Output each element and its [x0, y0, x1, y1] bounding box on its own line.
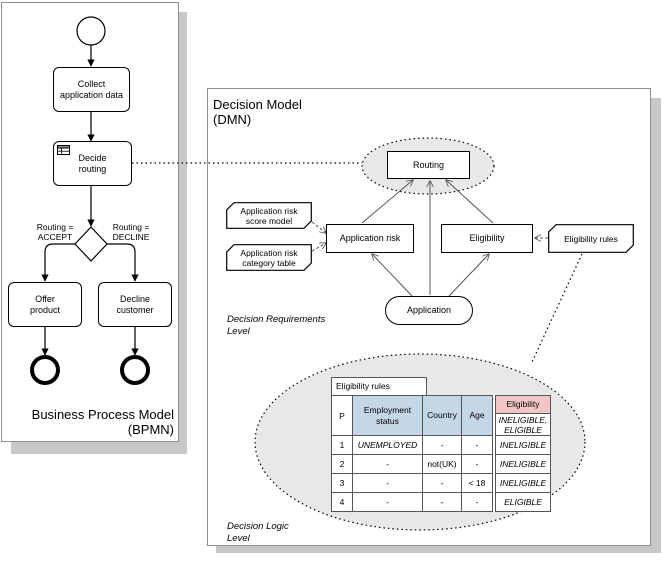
task-decide-label: Decide routing — [78, 152, 107, 174]
decision-eligibility-label: Eligibility — [469, 233, 505, 243]
rule-cell: UNEMPLOYED — [352, 435, 423, 455]
input-header-country: Country — [422, 395, 462, 436]
input-header-age: Age — [461, 395, 493, 436]
req-application-risk — [372, 254, 413, 297]
task-offer-label: Offer product — [29, 293, 61, 315]
flow-gateway-offer — [41, 243, 76, 282]
task-decide-routing: Decide routing — [53, 141, 132, 186]
rule-output: INELIGIBLE — [495, 473, 551, 493]
kreq-category-table — [311, 243, 326, 252]
rule-cell: - — [352, 454, 423, 474]
rule-output: INELIGIBLE — [495, 454, 551, 474]
rule-cell: not(UK) — [422, 454, 462, 474]
gateway-label-accept: Routing = ACCEPT — [36, 222, 74, 242]
bkm-eligibility-rules: Eligibility rules — [548, 224, 634, 253]
hit-policy-cell: P — [331, 395, 353, 436]
bpmn-title: Business Process Model (BPMN) — [31, 407, 174, 437]
bkm-logic-link — [531, 253, 583, 363]
knowledge-source-category-table: Application risk category table — [226, 244, 312, 271]
rule-output: INELIGIBLE — [495, 435, 551, 455]
decision-routing: Routing — [387, 151, 470, 179]
table-row: 2 - not(UK) - INELIGIBLE — [331, 454, 551, 474]
table-row: 1 UNEMPLOYED - - INELIGIBLE — [331, 435, 551, 455]
table-row: 4 - - - ELIGIBLE — [331, 492, 551, 512]
gateway-label-decline: Routing = DECLINE — [112, 222, 150, 242]
output-values: INELIGIBLE, ELIGIBLE — [498, 415, 548, 435]
task-collect-application-data: Collect application data — [53, 67, 130, 112]
flow-gateway-decline — [106, 243, 139, 282]
task-collect-label: Collect application data — [59, 78, 124, 100]
rule-number: 1 — [331, 435, 353, 455]
decision-table-name: Eligibility rules — [331, 377, 427, 396]
level-label-requirements: Decision Requirements Level — [227, 314, 326, 337]
bkm-eligibility-rules-label: Eligibility rules — [564, 233, 618, 244]
rule-cell: - — [422, 473, 462, 493]
knowledge-source-score-model-label: Application risk score model — [240, 205, 298, 226]
decision-application-risk-label: Application risk — [339, 233, 401, 243]
rule-cell: - — [461, 435, 493, 455]
rule-number: 2 — [331, 454, 353, 474]
input-data-application: Application — [385, 296, 473, 325]
rule-cell: - — [352, 473, 423, 493]
rule-cell: - — [461, 492, 493, 512]
decision-application-risk: Application risk — [326, 224, 414, 253]
task-decline-label: Decline customer — [116, 293, 154, 315]
table-row: 3 - - < 18 INELIGIBLE — [331, 473, 551, 493]
dmn-title: Decision Model (DMN) — [213, 97, 302, 127]
level-label-logic: Decision Logic Level — [227, 521, 289, 544]
end-event-decline — [120, 355, 150, 385]
req-risk-routing — [361, 180, 413, 224]
rule-cell: < 18 — [461, 473, 493, 493]
input-data-application-label: Application — [406, 305, 452, 315]
decision-table-header: P Employment status Country Age Eligibil… — [331, 395, 551, 436]
rule-cell: - — [461, 454, 493, 474]
exclusive-gateway — [74, 226, 108, 262]
decision-table: P Employment status Country Age Eligibil… — [331, 395, 551, 512]
req-eligibility-routing — [446, 180, 494, 224]
knowledge-source-score-model: Application risk score model — [226, 202, 312, 229]
decision-routing-label: Routing — [412, 159, 445, 170]
input-header-employment: Employment status — [352, 395, 423, 436]
end-event-offer — [30, 355, 60, 385]
business-rule-icon — [57, 145, 70, 155]
rule-cell: - — [422, 492, 462, 512]
knowledge-source-category-table-label: Application risk category table — [240, 247, 298, 268]
rule-number: 4 — [331, 492, 353, 512]
task-decline-customer: Decline customer — [98, 282, 172, 327]
req-application-eligibility — [448, 254, 489, 297]
decision-eligibility: Eligibility — [441, 224, 533, 253]
rule-number: 3 — [331, 473, 353, 493]
kreq-score-model — [311, 221, 326, 233]
rule-cell: - — [352, 492, 423, 512]
start-event — [76, 16, 106, 46]
rule-output: ELIGIBLE — [495, 492, 551, 512]
task-offer-product: Offer product — [8, 282, 82, 327]
output-header-eligibility: Eligibility INELIGIBLE, ELIGIBLE — [495, 395, 551, 436]
output-name: Eligibility — [496, 396, 550, 414]
rule-cell: - — [422, 435, 462, 455]
